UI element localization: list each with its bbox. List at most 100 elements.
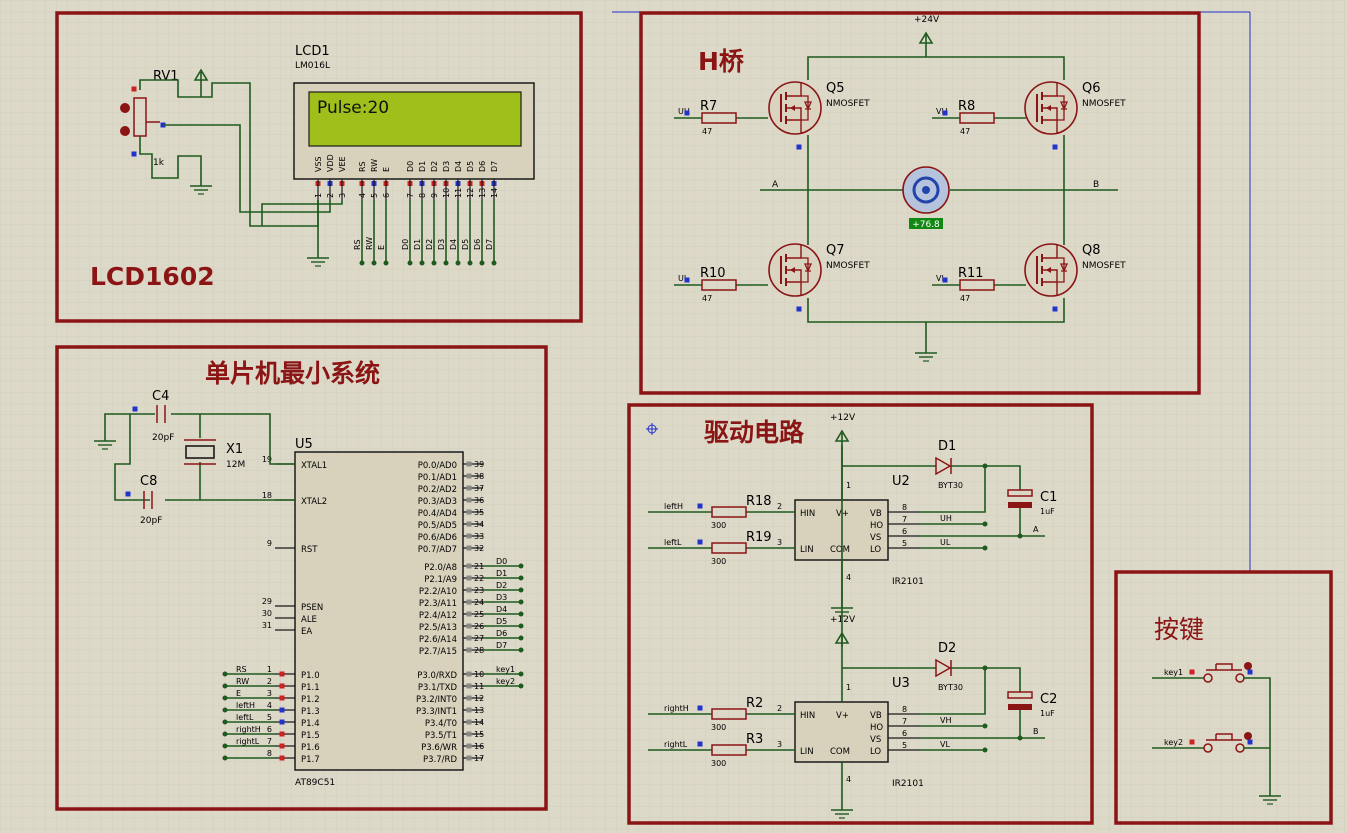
mcu-net-label: D7	[496, 641, 507, 650]
driver-pin-number: 7	[902, 717, 907, 726]
mcu-pin-number: 39	[474, 460, 484, 469]
mcu-net-endpoint	[518, 683, 524, 689]
mcu-pin-name: P1.5	[301, 731, 320, 741]
input-terminal	[697, 741, 703, 747]
lcd-screen	[308, 91, 522, 147]
pushbutton-key1[interactable]: key1	[1152, 662, 1253, 683]
driver-pin-name: VS	[870, 533, 881, 543]
mcu-pin-name: P0.6/AD6	[418, 533, 457, 543]
mcu-net-endpoint	[222, 743, 228, 749]
mcu-net-label: RW	[236, 677, 249, 686]
lcd-model-label: LM016L	[295, 61, 330, 71]
mosfet-type-label: NMOSFET	[826, 261, 870, 271]
x1-ref-label: X1	[226, 442, 243, 457]
mcu-pin-terminal	[466, 683, 472, 689]
driver-input-label: rightH	[664, 704, 689, 713]
mcu-pin-number: 31	[262, 621, 272, 630]
mcu-pin-name: P3.0/RXD	[417, 671, 457, 681]
mcu-pin-number: 7	[267, 737, 272, 746]
motor-speed-readout: +76.8	[912, 220, 940, 230]
mcu-pin-name: P1.3	[301, 707, 320, 717]
lcd-bus-label: D2	[425, 239, 434, 250]
driver-pin-number: 5	[902, 741, 907, 750]
lcd-bus-label: RS	[353, 239, 362, 250]
lcd-bus-endpoint	[455, 260, 461, 266]
mcu-pin-number: 38	[474, 472, 484, 481]
dc-motor[interactable]: +76.8	[902, 166, 950, 230]
mcu-pin-number: 11	[474, 682, 484, 691]
input-terminal	[697, 705, 703, 711]
mcu-net-label: leftL	[236, 713, 254, 722]
driver-pin-number: 6	[902, 527, 907, 536]
node-a-label: A	[772, 180, 779, 190]
mcu-pin-terminal	[279, 719, 285, 725]
mcu-pin-terminal	[466, 497, 472, 503]
lcd-pin-name: VSS	[314, 156, 323, 172]
mcu-chip[interactable]: U5 AT89C51 19XTAL118XTAL29RST29PSEN30ALE…	[222, 437, 524, 788]
lcd-bus-endpoint	[479, 260, 485, 266]
c4-value-label: 20pF	[152, 433, 174, 443]
driver-pin-name: VB	[870, 509, 882, 519]
mcu-pin-number: 24	[474, 598, 484, 607]
mcu-pin-name: ALE	[301, 615, 317, 625]
diode-ref-label: D2	[938, 641, 956, 656]
net-label: VH	[936, 107, 948, 116]
driver-vs-label: B	[1033, 727, 1039, 736]
mcu-pin-terminal	[466, 719, 472, 725]
driver-u3[interactable]: U3IR2101+12V1V+4COMR23002HINR33003LINrig…	[648, 445, 1057, 819]
key-pin-terminal	[1247, 739, 1253, 745]
driver-pin-number: 2	[777, 502, 782, 511]
diode-model-label: BYT30	[938, 683, 963, 692]
driver-pin-name: COM	[830, 545, 850, 555]
driver-pin-name: HO	[870, 723, 883, 733]
mcu-pin-number: 2	[267, 677, 272, 686]
driver-pin-number: 1	[846, 481, 851, 490]
mcu-pin-name: PSEN	[301, 603, 323, 613]
lcd-section-frame	[55, 11, 583, 323]
lcd-bus-label: RW	[365, 237, 374, 250]
mcu-net-endpoint	[222, 731, 228, 737]
lcd-bus-label: D6	[473, 239, 482, 250]
driver-vs-label: A	[1033, 525, 1039, 534]
mcu-pin-number: 10	[474, 670, 484, 679]
driver-pin-number: 4	[846, 573, 851, 582]
driver-pin-number: 2	[777, 704, 782, 713]
mcu-pin-number: 26	[474, 622, 484, 631]
lcd-bus-endpoint	[443, 260, 449, 266]
mcu-pin-name: P1.2	[301, 695, 320, 705]
mcu-pin-name: P0.7/AD7	[418, 545, 457, 555]
pushbutton-key2[interactable]: key2	[1152, 732, 1253, 753]
mcu-pin-terminal	[466, 563, 472, 569]
driver-model-label: IR2101	[892, 577, 924, 587]
driver-pin-name: HIN	[800, 711, 815, 721]
crystal-x1[interactable]	[185, 445, 215, 459]
mcu-pin-terminal	[466, 509, 472, 515]
mcu-net-label: RS	[236, 665, 247, 674]
hbridge-circuit: +24V A B	[760, 15, 1118, 362]
lcd-pin-name: D5	[466, 161, 475, 172]
driver-section-frame	[627, 403, 1094, 825]
resistor-pin-terminal	[684, 277, 690, 283]
net-label: UL	[678, 274, 689, 283]
driver-input-label: leftH	[664, 502, 683, 511]
mcu-net-label: D3	[496, 593, 507, 602]
lcd-module[interactable]: LCD1 LM016L Pulse:20 VSS1VDD2VEE3RS4RW5E…	[293, 44, 535, 266]
resistor-ref-label: R2	[746, 696, 763, 711]
driver-ref-label: U3	[892, 676, 910, 691]
mcu-pin-name: P0.3/AD3	[418, 497, 457, 507]
mcu-pin-terminal	[279, 731, 285, 737]
mcu-net-endpoint	[518, 671, 524, 677]
mcu-net-endpoint	[518, 611, 524, 617]
mcu-pin-name: P2.4/A12	[419, 611, 457, 621]
mcu-pin-name: P2.6/A14	[419, 635, 457, 645]
resistor-value-label: 300	[711, 723, 726, 732]
